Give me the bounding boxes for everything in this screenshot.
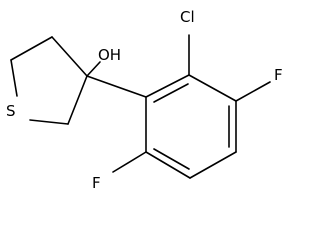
bond-c3-aryl [86, 75, 147, 98]
atom-label-fluorine-top: F [274, 66, 283, 84]
bond-c2-c3 [67, 75, 88, 125]
aromatic-inner-bond-3 [153, 148, 190, 170]
aromatic-inner-bond-1 [153, 83, 189, 103]
atom-label-sulfur: S [6, 102, 16, 120]
bond-c3-oh [86, 61, 101, 77]
bond-c4-c5 [10, 36, 53, 61]
bond-c3-c4 [51, 36, 88, 77]
bond-ar2-ar3 [188, 74, 237, 102]
bond-ar6-f [112, 151, 147, 173]
atom-label-hydroxyl: OH [98, 46, 121, 64]
atom-label-chlorine: Cl [180, 8, 195, 26]
bond-ar4-ar5 [189, 151, 237, 179]
structure-drawing: OH Cl F F S [6, 8, 283, 192]
atom-label-fluorine-bottom: F [92, 174, 101, 192]
bond-ar1-ar2 [145, 74, 190, 98]
bond-ar5-ar6 [145, 151, 191, 179]
bond-s-c2 [29, 119, 69, 125]
bond-ar3-f [235, 81, 271, 102]
bond-c5-s [10, 59, 18, 97]
molecule-structure-view: OH Cl F F S [6, 8, 283, 192]
